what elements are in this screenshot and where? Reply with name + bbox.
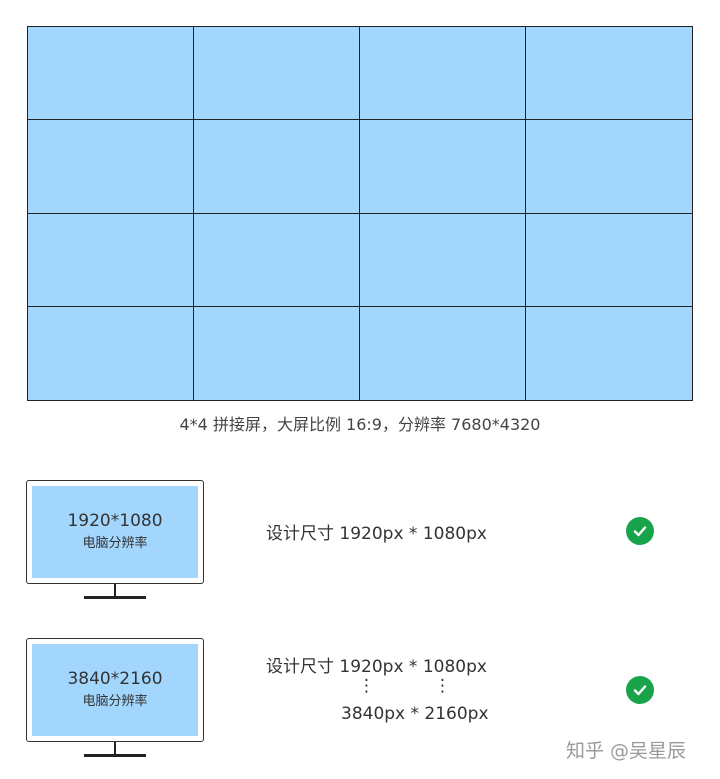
monitor-4k: 3840*2160 电脑分辨率: [26, 638, 204, 757]
design-size-spec: 设计尺寸 1920px * 1080px: [266, 657, 487, 677]
grid-cell: [360, 306, 526, 400]
grid-cell: [194, 213, 360, 307]
grid-cell: [194, 27, 360, 121]
ellipsis-vertical-icon: ⋮: [358, 676, 375, 696]
monitor-label: 电脑分辨率: [82, 536, 148, 551]
design-size-spec: 设计尺寸 1920px * 1080px: [266, 524, 487, 544]
video-wall-grid: [27, 26, 693, 401]
check-circle-icon: [626, 676, 654, 704]
grid-cell: [360, 27, 526, 121]
grid-cell: [28, 213, 194, 307]
grid-cell: [526, 120, 692, 214]
monitor-label: 电脑分辨率: [82, 694, 148, 709]
monitor-resolution: 1920*1080: [67, 511, 163, 531]
monitor-screen: 3840*2160 电脑分辨率: [32, 644, 198, 736]
monitor-resolution: 3840*2160: [67, 669, 163, 689]
grid-cell: [360, 213, 526, 307]
monitor-stand-neck: [114, 584, 116, 598]
monitor-frame: 3840*2160 电脑分辨率: [26, 638, 204, 742]
grid-cell: [360, 120, 526, 214]
grid-cell: [194, 120, 360, 214]
scaled-size-spec: 3840px * 2160px: [341, 704, 489, 724]
check-circle-icon: [626, 517, 654, 545]
grid-cell: [28, 120, 194, 214]
monitor-frame: 1920*1080 电脑分辨率: [26, 480, 204, 584]
monitor-stand-base: [84, 754, 146, 757]
ellipsis-vertical-icon: ⋮: [434, 676, 451, 696]
grid-caption: 4*4 拼接屏，大屏比例 16:9，分辨率 7680*4320: [179, 415, 541, 434]
monitor-stand-neck: [114, 742, 116, 756]
monitor-screen: 1920*1080 电脑分辨率: [32, 486, 198, 578]
monitor-stand-base: [84, 596, 146, 599]
zhihu-watermark: 知乎 @吴星辰: [566, 740, 687, 762]
grid-cell: [28, 27, 194, 121]
grid-cell: [526, 27, 692, 121]
monitor-1080p: 1920*1080 电脑分辨率: [26, 480, 204, 599]
grid-cell: [28, 306, 194, 400]
grid-cell: [194, 306, 360, 400]
grid-cell: [526, 306, 692, 400]
grid-cell: [526, 213, 692, 307]
